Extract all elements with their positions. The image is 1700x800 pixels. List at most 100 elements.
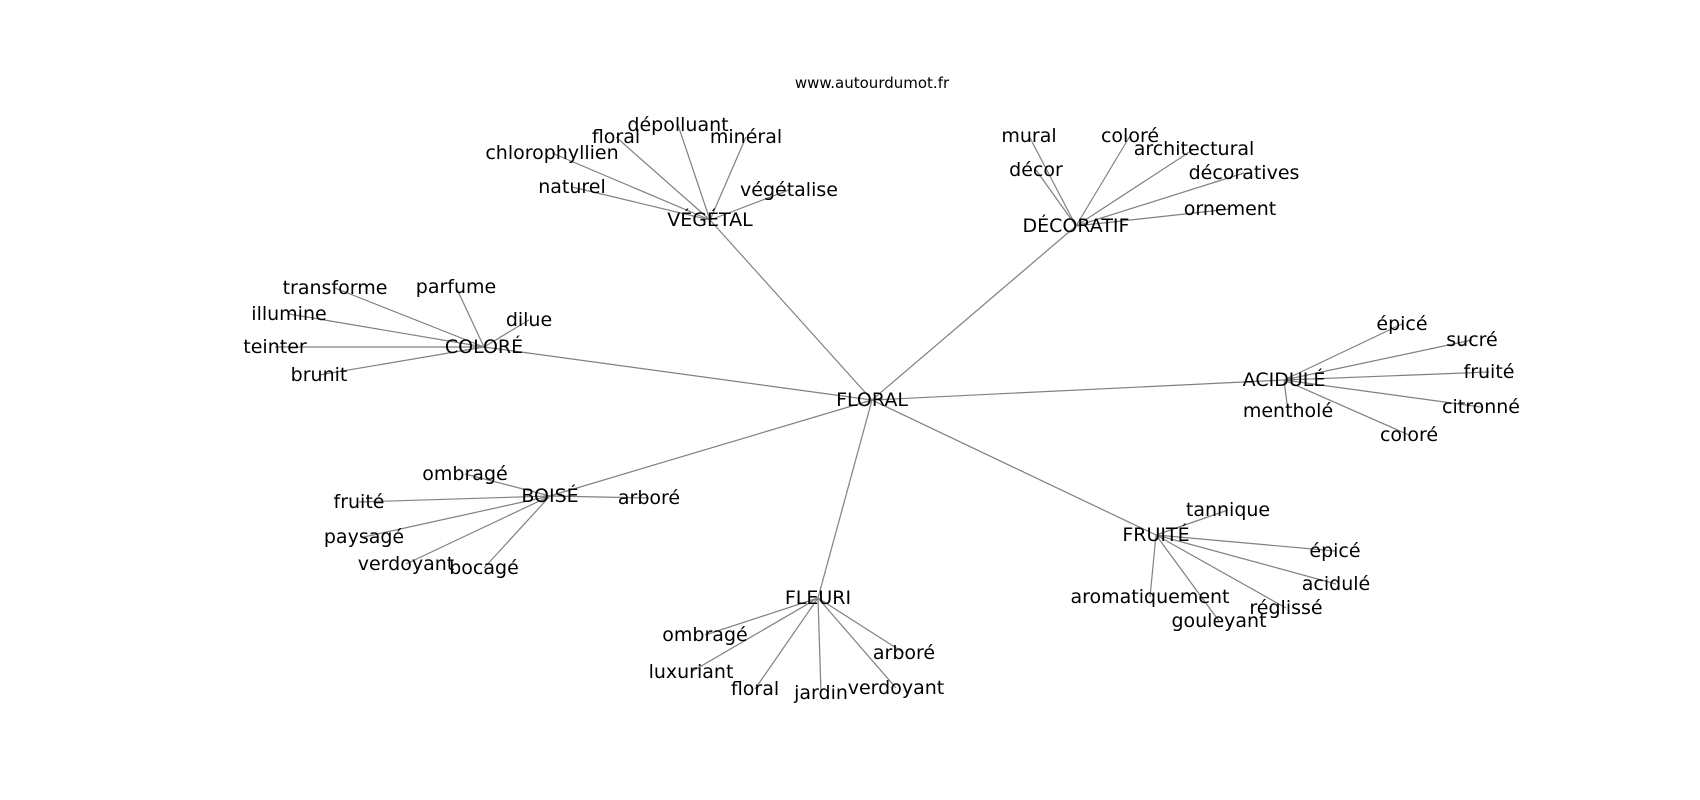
leaf-node-label: épicé — [1309, 540, 1360, 562]
edge-layer — [275, 124, 1490, 694]
edge-fruite-to-leaf — [1155, 534, 1287, 609]
edge-decoratif-to-leaf — [1035, 169, 1077, 227]
leaf-node-label: fruité — [334, 491, 385, 513]
edge-acidule-to-leaf — [1283, 339, 1473, 381]
edge-fleuri-to-leaf — [817, 597, 897, 689]
leaf-node-label: parfume — [416, 276, 496, 298]
leaf-node-label: gouleyant — [1171, 610, 1266, 632]
leaf-node-label: ornement — [1184, 198, 1277, 220]
leaf-node-label: floral — [592, 126, 640, 148]
leaf-node-label: transforme — [283, 277, 388, 299]
leaf-node-label: verdoyant — [358, 553, 454, 575]
leaf-node-label: teinter — [243, 336, 307, 358]
edge-decoratif-to-leaf — [1075, 172, 1245, 227]
center-node-label: FLORAL — [836, 389, 908, 411]
hub-node-label-fleuri: FLEURI — [785, 587, 851, 609]
edge-fleuri-to-leaf — [817, 597, 905, 654]
leaf-node-label: ombragé — [422, 463, 507, 485]
leaf-node-label: citronné — [1442, 396, 1520, 418]
label-layer: naturelchlorophyllienfloraldépolluantmin… — [243, 114, 1520, 704]
leaf-node-label: sucré — [1446, 329, 1497, 351]
edge-fleuri-to-leaf — [817, 597, 822, 694]
edge-fruite-to-leaf — [1155, 534, 1220, 622]
edge-decoratif-to-leaf — [1028, 135, 1077, 227]
edge-acidule-to-leaf — [1283, 371, 1490, 381]
edge-fruite-to-leaf — [1155, 509, 1229, 536]
leaf-node-label: ombragé — [662, 624, 747, 646]
edge-vegetal-to-leaf — [551, 152, 711, 221]
leaf-node-label: dilue — [506, 309, 552, 331]
leaf-node-label: mural — [1001, 125, 1056, 147]
edge-center-to-vegetal — [709, 219, 873, 401]
leaf-node-label: architectural — [1134, 138, 1255, 160]
edge-fleuri-to-leaf — [754, 597, 819, 690]
leaf-node-label: acidulé — [1302, 573, 1370, 595]
edge-center-to-fleuri — [817, 399, 873, 599]
leaf-node-label: naturel — [538, 176, 606, 198]
leaf-node-label: végétalise — [740, 179, 838, 201]
edge-fruite-to-leaf — [1155, 534, 1336, 552]
edge-colore-to-leaf — [288, 313, 485, 348]
leaf-node-label: paysagé — [324, 526, 404, 548]
edge-decoratif-to-leaf — [1075, 148, 1195, 227]
leaf-node-label: minéral — [710, 126, 782, 148]
edge-colore-to-leaf — [334, 287, 485, 348]
edge-colore-to-leaf — [455, 286, 485, 348]
edge-fruite-to-leaf — [1149, 534, 1157, 598]
edge-colore-to-leaf — [483, 319, 530, 348]
leaf-node-label: mentholé — [1243, 400, 1333, 422]
edge-boise-to-leaf — [549, 495, 650, 499]
edge-center-to-decoratif — [871, 225, 1077, 401]
leaf-node-label: coloré — [1380, 424, 1438, 446]
hub-node-label-fruite: FRUITÉ — [1122, 523, 1189, 546]
leaf-node-label: jardin — [793, 682, 848, 704]
edge-center-to-boise — [549, 399, 873, 497]
edge-colore-to-leaf — [318, 346, 485, 376]
leaf-node-label: chlorophyllien — [485, 142, 618, 164]
edge-boise-to-leaf — [464, 473, 551, 497]
leaf-node-label: épicé — [1376, 313, 1427, 335]
leaf-node-label: coloré — [1101, 125, 1159, 147]
edge-center-to-fruite — [871, 399, 1157, 536]
leaf-node-label: fruité — [1464, 361, 1515, 383]
leaf-node-label: arboré — [873, 642, 935, 664]
leaf-node-label: illumine — [251, 303, 326, 325]
edge-decoratif-to-leaf — [1075, 135, 1131, 227]
edge-acidule-to-leaf — [1283, 379, 1289, 412]
leaf-node-label: décoratives — [1189, 162, 1300, 184]
edge-vegetal-to-leaf — [615, 136, 711, 221]
leaf-node-label: réglissé — [1249, 597, 1322, 619]
edge-decoratif-to-leaf — [1075, 208, 1231, 227]
leaf-node-label: arboré — [618, 487, 680, 509]
edge-boise-to-leaf — [363, 495, 551, 538]
edge-acidule-to-leaf — [1283, 379, 1482, 408]
leaf-node-label: floral — [731, 678, 779, 700]
edge-vegetal-to-leaf — [677, 124, 711, 221]
edge-vegetal-to-leaf — [709, 136, 747, 221]
leaf-node-label: tannique — [1186, 499, 1270, 521]
edge-fleuri-to-leaf — [704, 597, 819, 636]
leaf-node-label: bocagé — [449, 557, 519, 579]
edge-center-to-acidule — [871, 379, 1285, 401]
edge-boise-to-leaf — [405, 495, 551, 565]
edge-fleuri-to-leaf — [690, 597, 819, 673]
edge-boise-to-leaf — [358, 495, 551, 503]
hub-node-label-colore: COLORÉ — [445, 335, 523, 358]
leaf-node-label: décor — [1009, 159, 1063, 181]
hub-node-label-boise: BOISÉ — [521, 484, 578, 507]
edge-boise-to-leaf — [483, 495, 551, 569]
leaf-node-label: brunit — [291, 364, 348, 386]
edge-acidule-to-leaf — [1283, 323, 1403, 381]
edge-vegetal-to-leaf — [709, 189, 790, 221]
edge-vegetal-to-leaf — [571, 186, 711, 221]
leaf-node-label: dépolluant — [627, 114, 728, 136]
leaf-node-label: verdoyant — [848, 677, 944, 699]
edge-fruite-to-leaf — [1155, 534, 1337, 585]
edge-center-to-colore — [483, 346, 873, 401]
hub-node-label-acidule: ACIDULÉ — [1243, 368, 1326, 391]
leaf-node-label: luxuriant — [649, 661, 734, 683]
hub-node-label-decoratif: DÉCORATIF — [1023, 214, 1130, 237]
edge-acidule-to-leaf — [1283, 379, 1410, 436]
hub-node-label-vegetal: VÉGÉTAL — [667, 208, 753, 231]
